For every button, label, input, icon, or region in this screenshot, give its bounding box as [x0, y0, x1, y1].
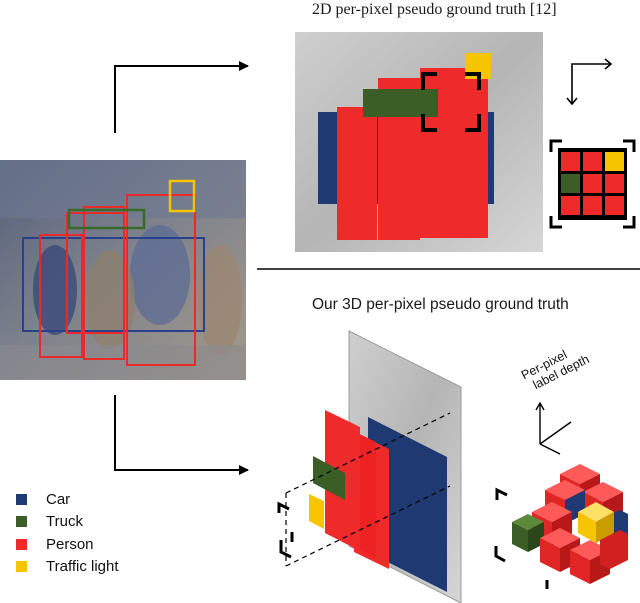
bbox-person-4	[66, 212, 125, 334]
bbox-truck	[67, 208, 146, 230]
legend-swatch-traffic-light	[16, 561, 27, 573]
legend-swatch-truck	[16, 516, 27, 528]
voxel-cube-3d	[512, 464, 628, 584]
legend-item-traffic-light: Traffic light	[16, 556, 119, 579]
legend-label-truck: Truck	[46, 513, 83, 531]
layer-traffic-light-3d	[309, 494, 324, 529]
bbox-car	[22, 237, 205, 332]
legend-item-person: Person	[16, 533, 119, 556]
legend-label-person: Person	[46, 535, 94, 553]
legend-item-car: Car	[16, 488, 119, 511]
zoom-corners-2d	[421, 72, 481, 132]
corner-marks-cube	[494, 487, 549, 589]
legend-label-traffic-light: Traffic light	[46, 558, 119, 576]
arrow-to-3d	[114, 395, 249, 475]
axes-icon-2d	[566, 58, 613, 106]
arrow-to-2d	[114, 61, 249, 133]
bbox-traffic-light	[168, 179, 196, 213]
legend-label-car: Car	[46, 490, 71, 508]
mask-person-2d-a	[337, 107, 377, 240]
mask-truck-2d	[363, 89, 438, 117]
mask-person-2d-d	[437, 75, 463, 110]
legend-item-truck: Truck	[16, 511, 119, 534]
corner-marks-3d	[277, 501, 294, 559]
title-2d-ground-truth: 2D per-pixel pseudo ground truth [12]	[312, 1, 557, 18]
legend-swatch-person	[16, 538, 27, 550]
legend-swatch-car	[16, 493, 27, 505]
bbox-person-1	[39, 234, 83, 358]
layer-truck-3d	[313, 456, 345, 500]
pixel-grid-2d	[549, 139, 636, 229]
title-3d-ground-truth: Our 3D per-pixel pseudo ground truth	[312, 296, 569, 313]
bbox-person-3	[126, 194, 196, 366]
legend: Car Truck Person Traffic light	[16, 488, 119, 578]
depth-axes-icon	[535, 401, 572, 455]
projection-lines-3d	[285, 412, 451, 567]
